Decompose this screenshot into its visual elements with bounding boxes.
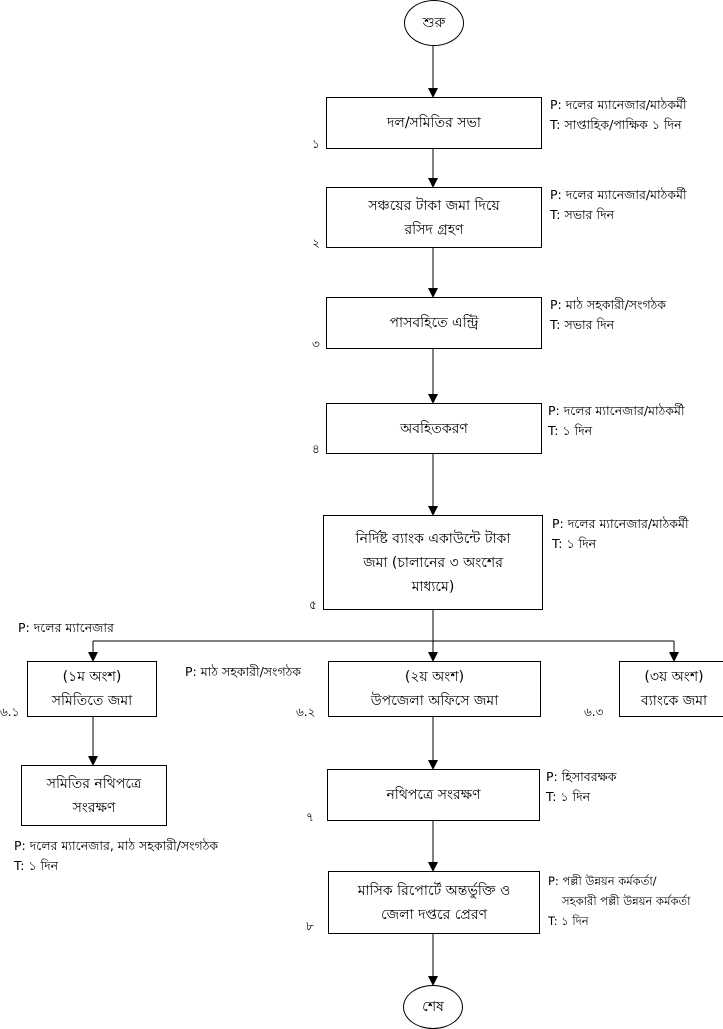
step-8-box: মাসিক রিপোর্টে অন্তর্ভুক্তি ও জেলা দপ্তর… — [328, 871, 540, 934]
start-label: শুরু — [422, 15, 446, 31]
start-terminal: শুরু — [404, 0, 464, 46]
step-7-note: P: হিসাবরক্ষক T: ১ দিন — [546, 767, 616, 807]
step-1-number: ১ — [312, 137, 320, 151]
step-1-box: দল/সমিতির সভা — [326, 97, 542, 149]
left-archive-note: P: দলের ম্যানেজার, মাঠ সহকারী/সংগঠক T: ১… — [14, 836, 218, 876]
branch-left-box: (১ম অংশ) সমিতিতে জমা — [27, 661, 157, 717]
step-5-note: P: দলের ম্যানেজার/মাঠকর্মী T: ১ দিন — [552, 514, 689, 554]
step-5-line-3: মাধ্যমে) — [411, 578, 455, 595]
step-8-person-line-2: সহকারী পল্লী উন্নয়ন কর্মকর্তা — [562, 894, 691, 908]
step-7-line-1: নথিপত্রে সংরক্ষণ — [386, 787, 481, 803]
branch-mid-line-2: উপজেলা অফিসে জমা — [370, 693, 499, 709]
step-1-line-1: দল/সমিতির সভা — [387, 115, 481, 131]
branch-person-note: P: দলের ম্যানেজার — [18, 620, 114, 635]
branch-mid-line-1: (২য় অংশ) — [404, 669, 465, 685]
left-archive-box: সমিতির নথিপত্রে সংরক্ষণ — [21, 765, 167, 826]
step-5-number: ৫ — [309, 598, 317, 612]
step-3-line-1: পাসবহিতে এন্ট্রি — [389, 315, 479, 331]
branch-mid-number: ৬.২ — [296, 705, 316, 719]
left-archive-line-1: সমিতির নথিপত্রে — [46, 775, 142, 792]
step-2-time: T: সভার দিন — [550, 207, 615, 222]
step-1-person: P: দলের ম্যানেজার/মাঠকর্মী — [550, 97, 687, 112]
step-4-line-1: অবহিতকরণ — [400, 420, 468, 437]
step-5-time: T: ১ দিন — [552, 536, 597, 551]
step-3-box: পাসবহিতে এন্ট্রি — [326, 297, 542, 349]
step-2-line-2: রসিদ গ্রহণ — [404, 221, 464, 238]
left-archive-person: P: দলের ম্যানেজার, মাঠ সহকারী/সংগঠক — [14, 838, 219, 853]
step-8-time: T: ১ দিন — [548, 914, 589, 928]
step-7-number: ৭ — [306, 810, 314, 824]
step-7-person: P: হিসাবরক্ষক — [546, 769, 617, 784]
step-1-time: T: সাপ্তাহিক/পাক্ষিক ১ দিন — [550, 117, 682, 132]
step-2-note: P: দলের ম্যানেজার/মাঠকর্মী T: সভার দিন — [550, 185, 687, 225]
step-3-time: T: সভার দিন — [550, 317, 615, 332]
step-2-person: P: দলের ম্যানেজার/মাঠকর্মী — [550, 187, 687, 202]
left-archive-time: T: ১ দিন — [14, 858, 59, 873]
branch-left-number: ৬.১ — [0, 705, 20, 719]
branch-left-line-1: (১ম অংশ) — [62, 669, 122, 685]
branch-left-line-2: সমিতিতে জমা — [51, 693, 133, 709]
left-archive-line-2: সংরক্ষণ — [72, 799, 116, 816]
end-terminal: শেষ — [403, 985, 463, 1029]
step-5-person: P: দলের ম্যানেজার/মাঠকর্মী — [552, 516, 689, 531]
step-2-line-1: সঞ্চয়ের টাকা জমা দিয়ে — [368, 197, 500, 214]
end-label: শেষ — [422, 999, 444, 1015]
step-4-number: ৪ — [312, 442, 320, 456]
step-5-line-1: নির্দিষ্ট ব্যাংক একাউন্টে টাকা — [355, 530, 511, 547]
branch-right-line-1: (৩য় অংশ) — [644, 669, 704, 685]
step-2-number: ২ — [312, 236, 320, 250]
step-4-note: P: দলের ম্যানেজার/মাঠকর্মী T: ১ দিন — [548, 401, 685, 441]
branch-mid-box: (২য় অংশ) উপজেলা অফিসে জমা — [328, 661, 541, 717]
step-4-time: T: ১ দিন — [548, 423, 593, 438]
step-4-person: P: দলের ম্যানেজার/মাঠকর্মী — [548, 403, 685, 418]
step-3-note: P: মাঠ সহকারী/সংগঠক T: সভার দিন — [550, 295, 666, 335]
step-8-line-2: জেলা দপ্তরে প্রেরণ — [380, 906, 488, 923]
step-3-number: ৩ — [312, 337, 320, 351]
step-8-number: ৮ — [306, 919, 314, 933]
branch-right-number: ৬.৩ — [584, 705, 604, 719]
step-8-note: P: পল্লী উন্নয়ন কর্মকর্তা/ সহকারী পল্লী… — [548, 871, 690, 931]
step-8-person-line-1: P: পল্লী উন্নয়ন কর্মকর্তা/ — [548, 874, 657, 888]
step-3-person: P: মাঠ সহকারী/সংগঠক — [550, 297, 667, 312]
step-4-box: অবহিতকরণ — [326, 403, 542, 454]
step-8-line-1: মাসিক রিপোর্টে অন্তর্ভুক্তি ও — [357, 882, 511, 899]
branch-mid-person-note: P: মাঠ সহকারী/সংগঠক — [185, 664, 302, 679]
branch-right-box: (৩য় অংশ) ব্যাংকে জমা — [619, 661, 723, 717]
step-7-box: নথিপত্রে সংরক্ষণ — [327, 769, 540, 821]
step-5-line-2: জমা (চালানের ৩ অংশের — [363, 554, 503, 571]
step-7-time: T: ১ দিন — [546, 789, 591, 804]
step-5-box: নির্দিষ্ট ব্যাংক একাউন্টে টাকা জমা (চালা… — [323, 515, 543, 610]
branch-right-line-2: ব্যাংকে জমা — [640, 693, 708, 709]
step-2-box: সঞ্চয়ের টাকা জমা দিয়ে রসিদ গ্রহণ — [326, 187, 542, 248]
step-1-note: P: দলের ম্যানেজার/মাঠকর্মী T: সাপ্তাহিক/… — [550, 95, 687, 135]
